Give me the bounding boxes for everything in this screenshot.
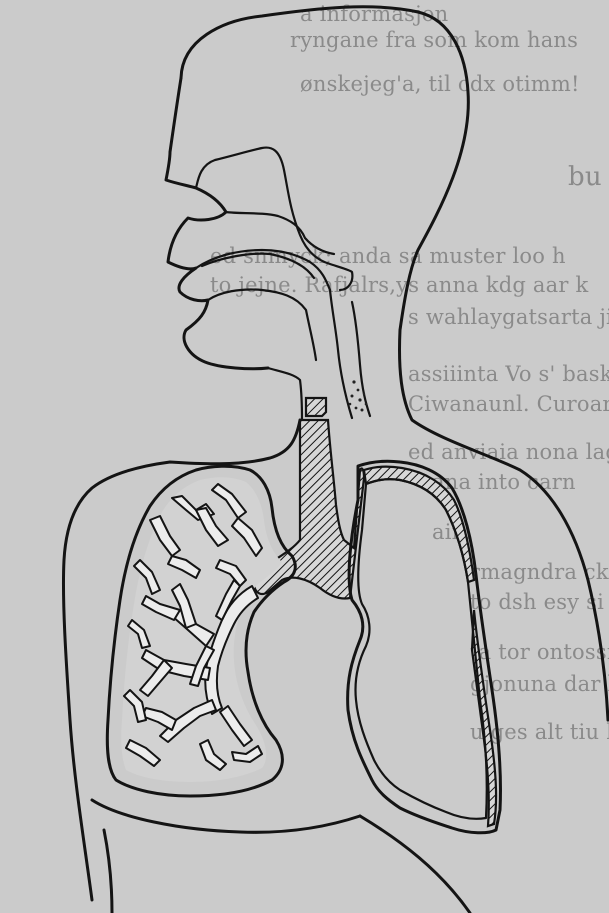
left-pleura: [364, 467, 474, 582]
pharynx-back: [330, 290, 352, 418]
tongue: [208, 289, 316, 360]
pharynx-front: [268, 368, 302, 420]
abdomen-left: [104, 830, 112, 913]
abdomen-right: [360, 816, 470, 913]
larynx: [306, 398, 326, 416]
nasal-passage-line: [226, 212, 334, 254]
face-profile: [166, 78, 268, 369]
head-outline: [181, 7, 608, 720]
diaphragm: [92, 800, 360, 832]
nasal-cavity: [196, 148, 352, 290]
mouth-contour: [196, 250, 330, 290]
